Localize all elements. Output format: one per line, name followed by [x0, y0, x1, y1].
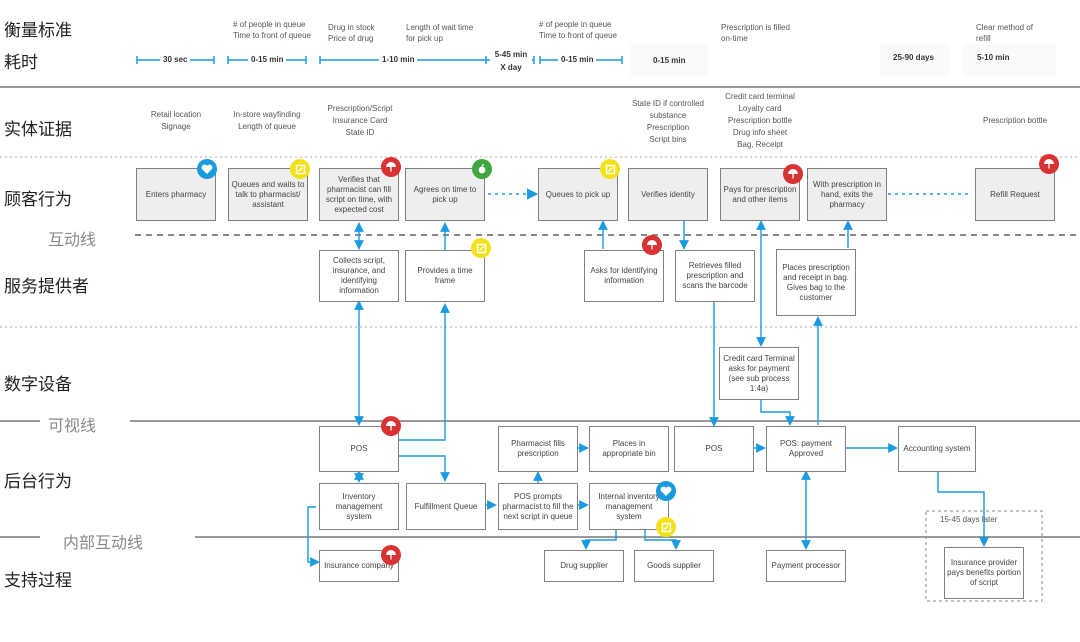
support-payment-processor[interactable]: Payment processor: [766, 550, 846, 582]
note-icon: [290, 159, 310, 179]
flow-arrows: [307, 220, 989, 567]
backstage-inventory-management[interactable]: Inventory management system: [319, 483, 399, 530]
customer-verifies-identity[interactable]: Verifies identity: [628, 168, 708, 221]
backstage-pos-payment[interactable]: POS: payment Approved: [766, 426, 846, 472]
duration-2: 0-15 min: [248, 55, 287, 65]
duration-8-bg: [962, 44, 1056, 76]
delay-label: 15-45 days later: [940, 515, 998, 524]
duration-3: 1-10 min: [379, 55, 418, 65]
provider-collects-script[interactable]: Collects script, insurance, and identify…: [319, 250, 399, 302]
duration-7-bg: [880, 44, 950, 76]
delayed-process-region: [925, 510, 1043, 602]
heart-icon: [197, 159, 217, 179]
line-label-visibility: 可视线: [48, 418, 97, 435]
umbrella-icon: [642, 235, 662, 255]
backstage-pos-prompts[interactable]: POS prompts pharmacist to fill the next …: [498, 483, 578, 530]
row-label-metric: 衡量标准: [4, 21, 72, 40]
backstage-places-in-bin[interactable]: Places in appropriate bin: [589, 426, 669, 472]
umbrella-icon: [783, 164, 803, 184]
apple-icon: [472, 159, 492, 179]
customer-agrees-time[interactable]: Agrees on time to pick up: [405, 168, 485, 221]
umbrella-icon: [381, 545, 401, 565]
backstage-internal-inventory[interactable]: Internal inventory management system: [589, 483, 669, 530]
umbrella-icon: [381, 157, 401, 177]
support-goods-supplier[interactable]: Goods supplier: [634, 550, 714, 582]
row-label-customer: 顾客行为: [4, 190, 72, 209]
row-label-digital: 数字设备: [4, 375, 72, 394]
row-label-support: 支持过程: [4, 571, 72, 590]
backstage-pharmacist-fills[interactable]: Pharmacist fills prescription: [498, 426, 578, 472]
duration-1: 30 sec: [160, 55, 191, 65]
support-insurance-provider[interactable]: Insurance provider pays benefits portion…: [944, 547, 1024, 599]
provider-asks-id[interactable]: Asks for identifying information: [584, 250, 664, 302]
duration-6-bg: [630, 44, 708, 76]
duration-8: 5-10 min: [977, 53, 1010, 62]
evidence-6: Prescription bottle: [982, 116, 1048, 125]
backstage-fulfillment-queue[interactable]: Fulfillment Queue: [406, 483, 486, 530]
backstage-accounting-system[interactable]: Accounting system: [898, 426, 976, 472]
row-label-backstage: 后台行为: [4, 472, 72, 491]
provider-places-in-bag[interactable]: Places prescription and receipt in bag. …: [776, 249, 856, 316]
row-label-evidence: 实体证据: [4, 120, 72, 139]
line-label-interaction: 互动线: [48, 232, 97, 249]
duration-5: 0-15 min: [558, 55, 597, 65]
note-icon: [600, 159, 620, 179]
customer-refill-request[interactable]: Refill Request: [975, 168, 1055, 221]
row-label-provider: 服务提供者: [4, 277, 89, 296]
provider-retrieves-prescription[interactable]: Retrieves filled prescription and scans …: [675, 250, 755, 302]
line-label-internal: 内部互动线: [63, 535, 144, 552]
note-icon: [471, 238, 491, 258]
digital-credit-card-terminal[interactable]: Credit card Terminal asks for payment (s…: [719, 347, 799, 400]
duration-7: 25-90 days: [893, 53, 934, 62]
customer-exits[interactable]: With prescription in hand, exits the pha…: [807, 168, 887, 221]
provider-time-frame[interactable]: Provides a time frame: [405, 250, 485, 302]
support-drug-supplier[interactable]: Drug supplier: [544, 550, 624, 582]
customer-verifies-script[interactable]: Verifies that pharmacist can fill script…: [319, 168, 399, 221]
umbrella-icon: [1039, 154, 1059, 174]
note-icon: [656, 517, 676, 537]
backstage-pos-2[interactable]: POS: [674, 426, 754, 472]
row-label-time: 耗时: [4, 53, 38, 72]
duration-6: 0-15 min: [653, 56, 686, 65]
heart-icon: [656, 481, 676, 501]
umbrella-icon: [381, 416, 401, 436]
